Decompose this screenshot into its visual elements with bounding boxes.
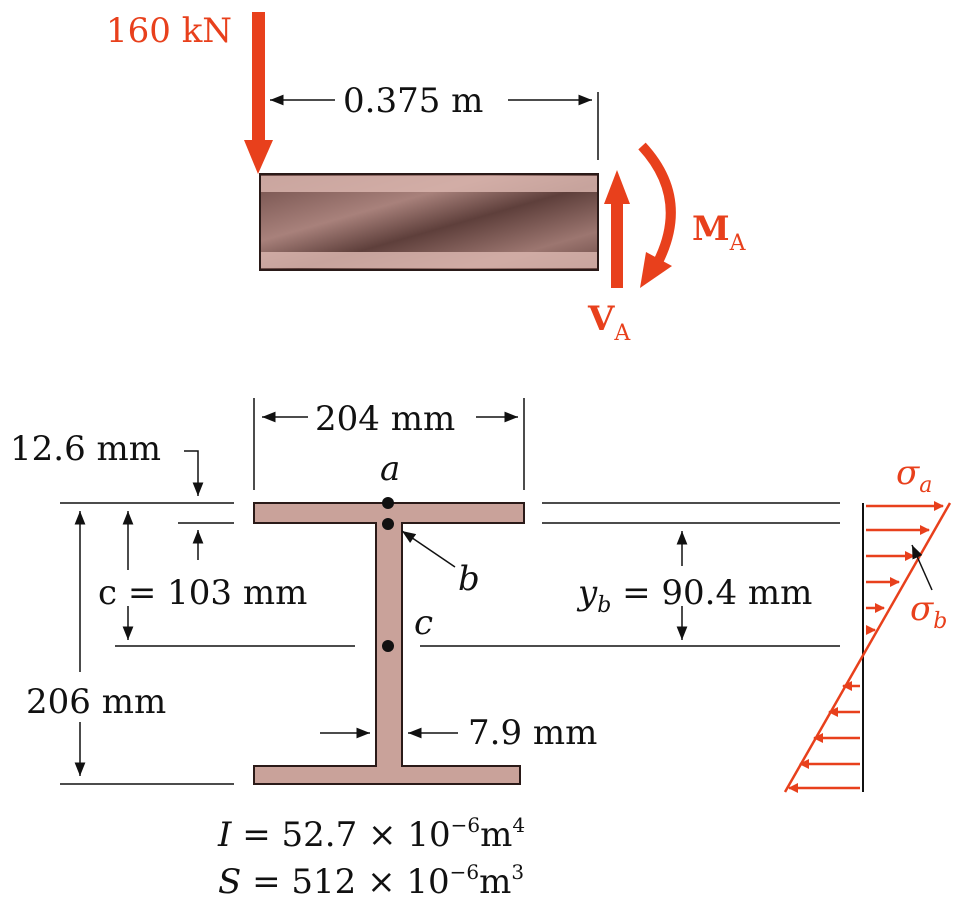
span-label: 0.375 m <box>343 81 483 121</box>
sigma-a-subscript: a <box>919 473 932 498</box>
point-b-leader <box>401 530 456 568</box>
width-label: 204 mm <box>315 399 455 439</box>
sigma-a-label: σa <box>896 453 932 498</box>
point-c-dot <box>382 640 394 652</box>
moment: MA <box>638 142 747 288</box>
inertia-unit-exp: 4 <box>512 813 525 837</box>
sigma-b-leader <box>911 544 933 591</box>
stress-profile-line <box>783 502 952 793</box>
stress-distribution: σa σb <box>783 453 952 793</box>
point-a-label: a <box>380 449 400 489</box>
yb-subscript: b <box>597 593 611 618</box>
width-dimension: 204 mm <box>253 398 525 490</box>
moment-label: MA <box>692 209 747 256</box>
stress-arrows-tension <box>866 501 944 635</box>
sigma-b-subscript: b <box>933 609 947 634</box>
modulus-equation: S = 512 × 10−6m3 <box>218 860 524 902</box>
shear-label: VA <box>587 299 631 346</box>
moment-arrow-head <box>640 252 672 288</box>
web-dimension: 7.9 mm <box>320 713 597 753</box>
modulus-unit-exp: 3 <box>511 860 524 884</box>
shear-arrow-head <box>604 170 630 204</box>
beam-segment <box>259 173 599 271</box>
yb-dimension: yb = 90.4 mm <box>576 531 812 640</box>
beam-bottom-flange-highlight <box>261 252 597 268</box>
reference-lines <box>60 502 840 785</box>
load-arrow-shaft <box>252 12 265 144</box>
applied-load: 160 kN <box>106 11 273 174</box>
height-dimension: 206 mm <box>26 511 166 776</box>
moment-subscript: A <box>729 231 747 256</box>
shear-force: VA <box>587 170 631 346</box>
shear-arrow-shaft <box>611 200 623 288</box>
section-points: a b c <box>380 449 480 652</box>
modulus-exp: −6 <box>450 860 479 884</box>
load-label: 160 kN <box>106 11 232 51</box>
shear-subscript: A <box>613 321 631 346</box>
web-label: 7.9 mm <box>468 713 597 753</box>
inertia-equation: I = 52.7 × 10−6m4 <box>217 813 525 855</box>
sigma-b-label: σb <box>910 589 947 634</box>
point-b-dot <box>382 518 394 530</box>
c-label: c = 103 mm <box>98 573 307 613</box>
point-c-label: c <box>414 603 433 643</box>
point-a-dot <box>382 497 394 509</box>
beam-top-flange-highlight <box>261 176 597 192</box>
flange-leader <box>184 450 204 496</box>
point-b-label: b <box>458 559 480 599</box>
stress-arrows-compression <box>788 681 860 793</box>
inertia-exp: −6 <box>451 813 480 837</box>
yb-label: yb = 90.4 mm <box>576 573 812 618</box>
moment-arc <box>638 142 676 265</box>
c-dimension: c = 103 mm <box>98 511 307 640</box>
load-arrow-head <box>244 140 273 174</box>
yb-value: = 90.4 mm <box>611 573 812 613</box>
flange-label: 12.6 mm <box>10 429 161 469</box>
section-properties: I = 52.7 × 10−6m4 S = 512 × 10−6m3 <box>217 813 525 902</box>
span-dimension: 0.375 m <box>270 81 599 160</box>
height-label: 206 mm <box>26 682 166 722</box>
flange-dimension: 12.6 mm <box>10 429 204 560</box>
